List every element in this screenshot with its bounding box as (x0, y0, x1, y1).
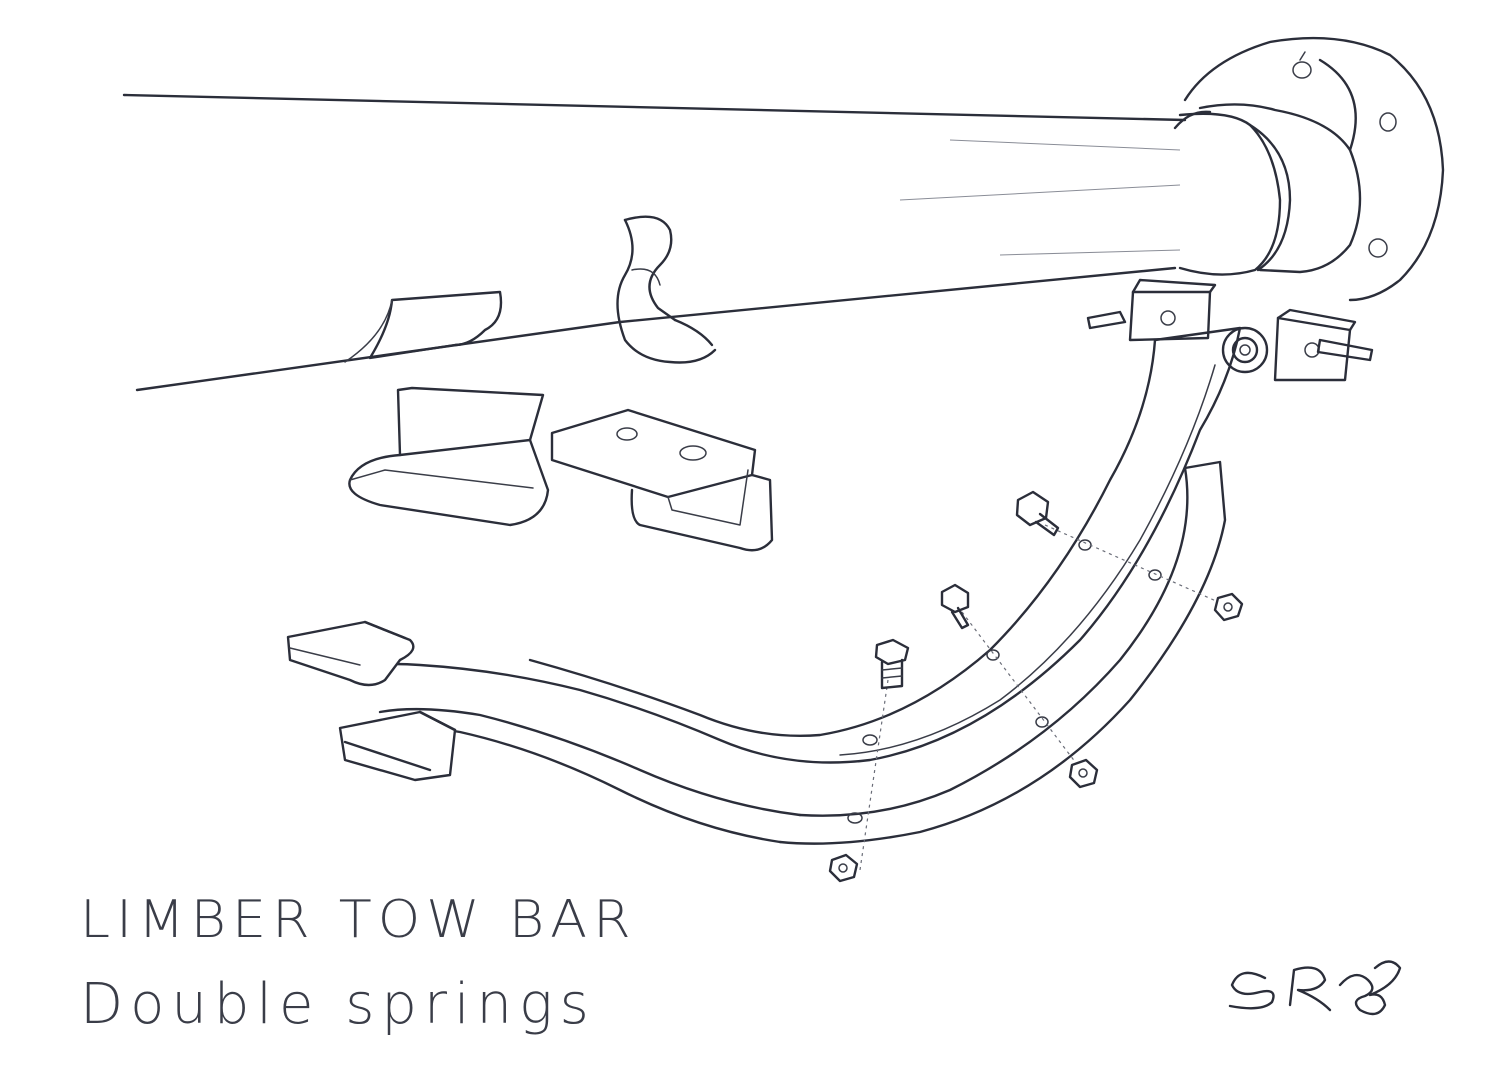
rebound-clip-upper (286, 620, 415, 687)
spring-leaf-upper (348, 326, 1242, 764)
clamp-saddle (616, 215, 717, 364)
spring-leaf-lower (358, 460, 1227, 845)
artist-signature (1228, 960, 1402, 1016)
curved-pad (344, 290, 503, 363)
channel-bracket (550, 408, 774, 552)
bolt-lower (874, 638, 910, 690)
bolt-upper (1015, 490, 1060, 537)
spring-eye (1221, 326, 1269, 374)
shackle-bracket-right (1273, 308, 1374, 382)
bolt-alignment-lines (859, 524, 1226, 871)
angle-bracket-left (348, 386, 550, 527)
nut-middle (1068, 758, 1099, 789)
tube-collar (1173, 103, 1362, 276)
bolt-middle (940, 583, 970, 630)
nut-right (1213, 592, 1244, 622)
rebound-clip-lower (338, 710, 457, 782)
flange-plate (1183, 36, 1445, 302)
caption-title: LIMBER TOW BAR (80, 889, 637, 950)
spring-bolt-holes (847, 539, 1162, 824)
shackle-bracket-left (1086, 278, 1217, 342)
tow-bar-tube (122, 93, 1187, 392)
nut-lower (828, 853, 859, 883)
caption-subtitle: Double springs (80, 972, 596, 1037)
